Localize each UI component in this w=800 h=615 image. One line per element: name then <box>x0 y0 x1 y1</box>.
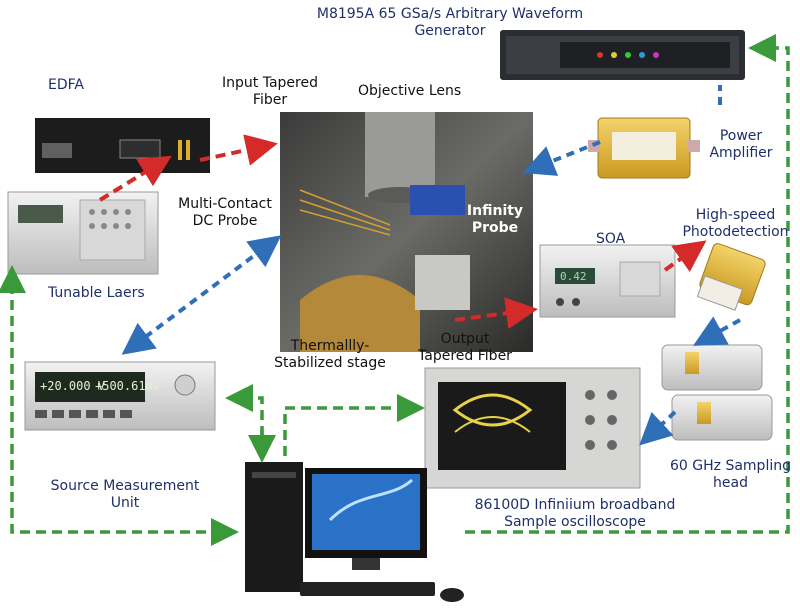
pc-to-awg-link <box>465 34 790 534</box>
awg-instrument <box>500 30 745 80</box>
soa-instrument <box>539 244 676 318</box>
input-fiber-label: Input Tapered Fiber <box>222 75 318 108</box>
edfa-to-fiber-link <box>199 134 278 166</box>
smu-display-line1: +20.000 V <box>40 379 106 393</box>
laser-to-edfa-link <box>98 155 172 202</box>
edfa-label: EDFA <box>48 77 84 93</box>
fiber-to-soa-link <box>454 297 538 330</box>
thermal-stage-label: Thermallly- Stabilized stage <box>274 338 386 371</box>
oscilloscope-instrument <box>424 367 641 489</box>
tunable-laser-instrument <box>7 191 159 275</box>
soa-to-pd-link <box>663 240 707 272</box>
smu-display-line2: +500.61mV <box>95 379 161 393</box>
optical-links <box>98 134 707 330</box>
rf-links <box>121 85 741 446</box>
probe-station-photo <box>280 112 533 352</box>
output-fiber-label: Output Tapered Fiber <box>418 331 512 364</box>
pc-to-smu-link <box>225 384 264 452</box>
edfa-instrument <box>35 118 210 173</box>
computer-workstation <box>245 462 464 602</box>
power-amp-label: Power Amplifier <box>709 128 773 161</box>
objective-label: Objective Lens <box>358 83 462 99</box>
soa-display: 0.42 <box>560 270 587 283</box>
pc-to-laser-link <box>10 268 239 546</box>
high-speed-pd-label: High-speed Photodetection <box>682 207 789 240</box>
dc-probe-label: Multi-Contact DC Probe <box>178 196 272 229</box>
amp-to-probe-link <box>522 140 601 176</box>
awg-label: M8195A 65 GSa/s Arbitrary Waveform Gener… <box>316 6 584 39</box>
power-amplifier <box>588 117 700 179</box>
pc-to-scope-link <box>283 394 425 456</box>
head-to-scope-link <box>639 410 677 446</box>
soa-label: SOA <box>596 231 626 247</box>
pd-to-head-link <box>692 316 741 346</box>
sampling-head-label: 60 GHz Sampling head <box>670 458 791 491</box>
oscilloscope-label: 86100D Infiniium broadband Sample oscill… <box>474 497 676 530</box>
smu-instrument <box>24 361 216 431</box>
control-links <box>0 34 790 546</box>
sampling-head <box>661 344 773 441</box>
smu-label: Source Measurement Unit <box>50 478 200 511</box>
infinity-probe-label: Infinity Probe <box>466 203 524 236</box>
probe-to-smu-link <box>121 235 282 355</box>
tunable-lasers-label: Tunable Laers <box>48 285 145 301</box>
photodetector <box>696 243 766 311</box>
